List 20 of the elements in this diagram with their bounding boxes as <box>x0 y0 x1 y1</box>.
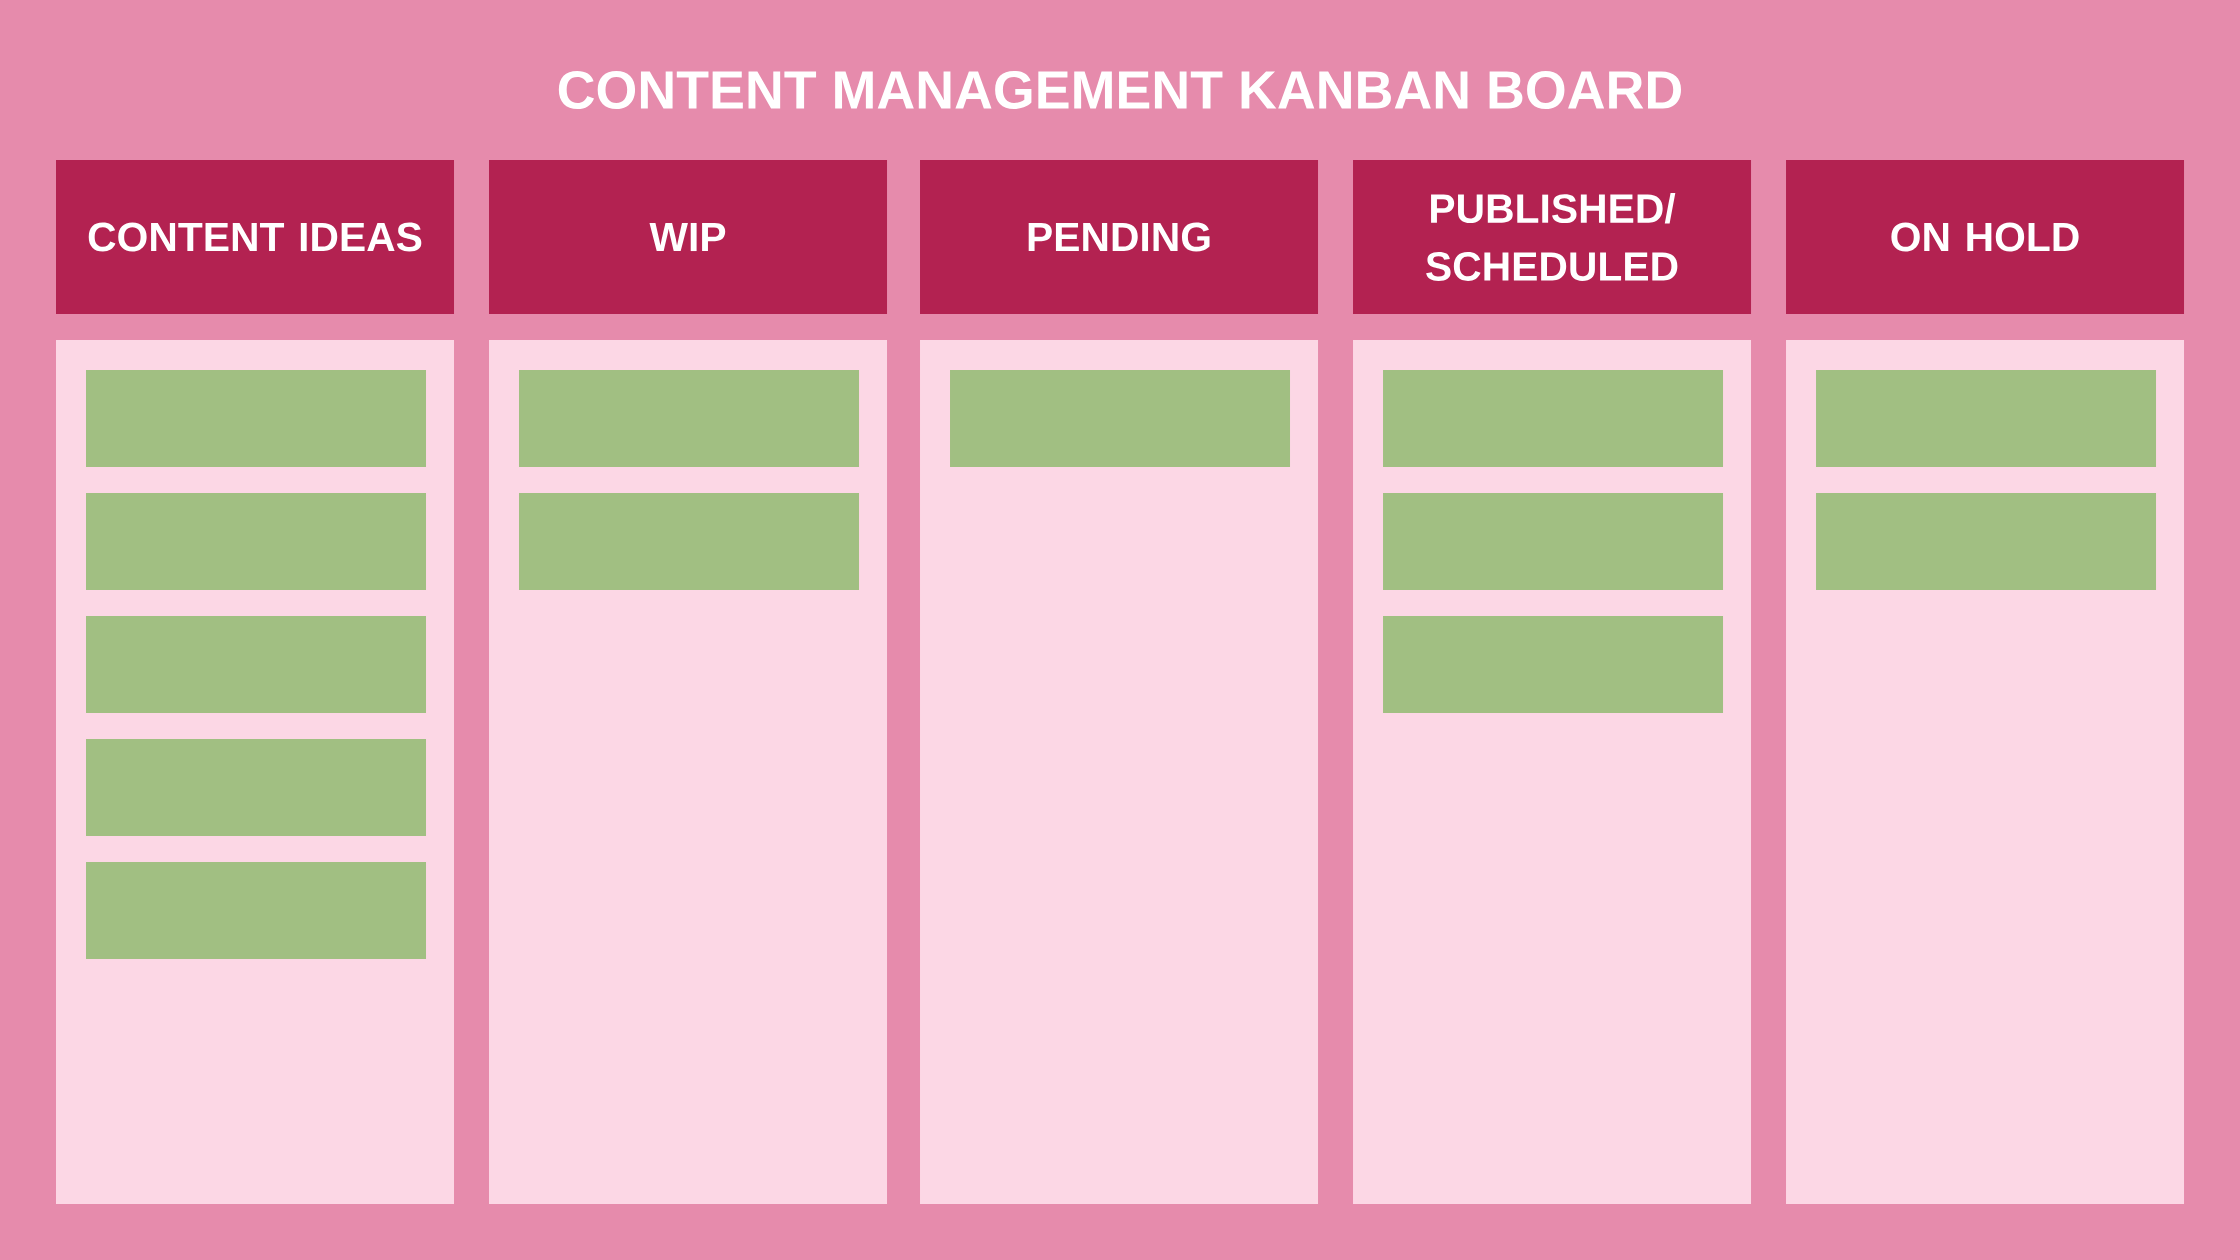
column-header: CONTENT IDEAS <box>56 160 454 314</box>
task-card <box>86 739 426 836</box>
task-card <box>1816 370 2157 467</box>
task-card <box>1383 616 1723 713</box>
task-card <box>1383 370 1723 467</box>
task-card <box>86 493 426 590</box>
column-header: PENDING <box>920 160 1318 314</box>
column-panel <box>920 340 1318 1204</box>
task-card <box>1816 493 2157 590</box>
task-card <box>950 370 1290 467</box>
task-card <box>86 862 426 959</box>
column-header: WIP <box>489 160 887 314</box>
task-card <box>519 370 859 467</box>
title: CONTENT MANAGEMENT KANBAN BOARD <box>558 70 1681 110</box>
task-card <box>1383 493 1723 590</box>
column-header: ON HOLD <box>1786 160 2185 314</box>
task-card <box>86 616 426 713</box>
task-card <box>519 493 859 590</box>
column-header: PUBLISHED/ SCHEDULED <box>1353 160 1751 314</box>
task-card <box>86 370 426 467</box>
